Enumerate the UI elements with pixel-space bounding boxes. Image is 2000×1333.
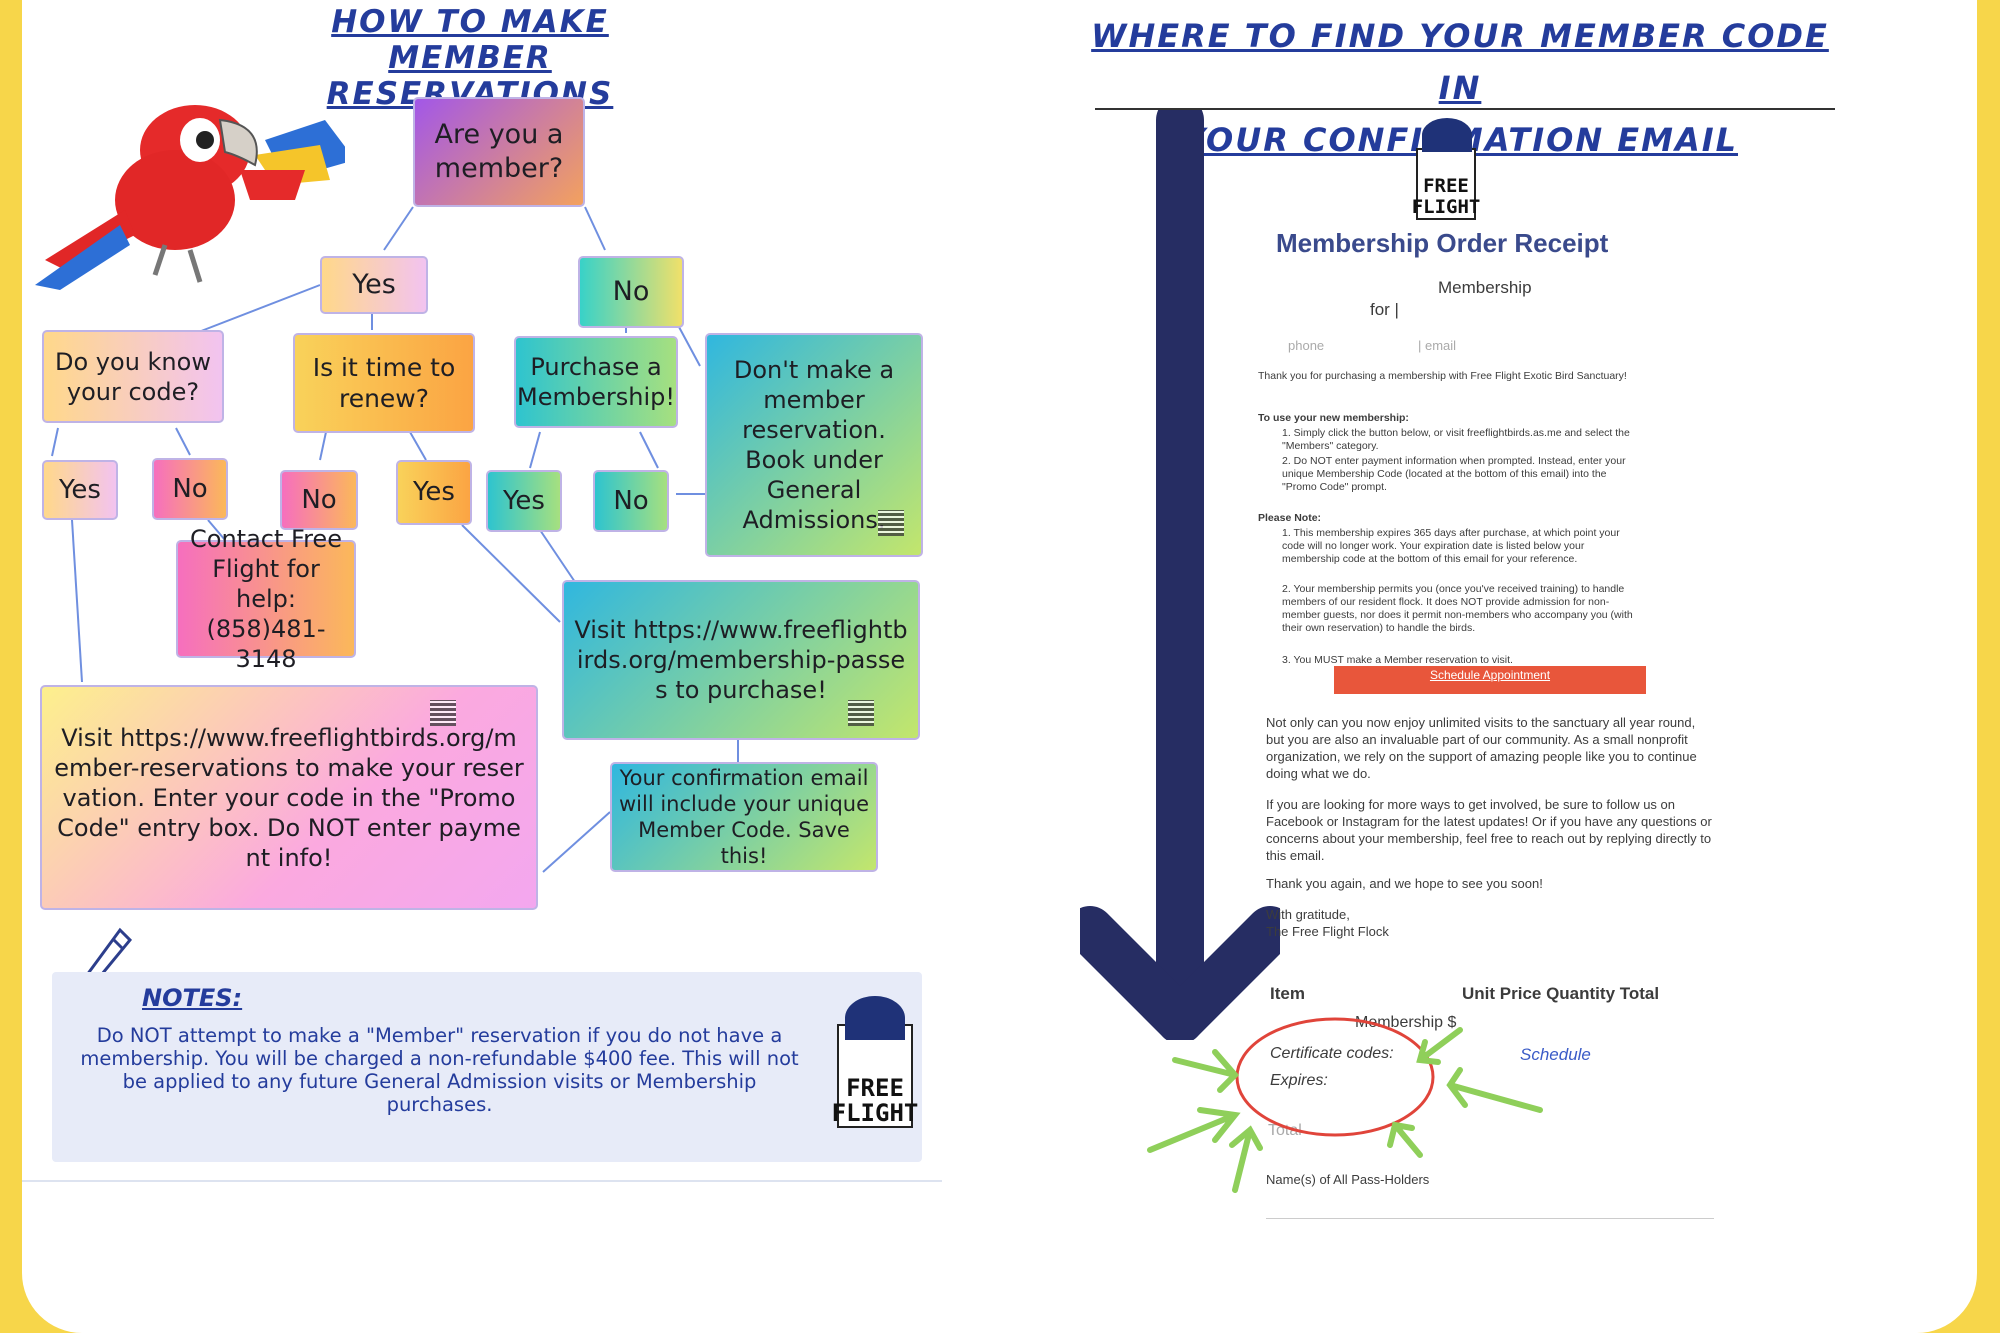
box-visit-reserve-text: Visit https://www.freeflightbirds.org/me…: [54, 723, 524, 872]
box-purchase-text: Purchase a Membership!: [517, 353, 675, 411]
receipt-use-step2: 2. Do NOT enter payment information when…: [1282, 455, 1626, 493]
box-contact: Contact Free Flight for help: (858)481-3…: [176, 525, 356, 673]
receipt-thanks: Thank you for purchasing a membership wi…: [1258, 370, 1627, 382]
box-no-renew-text: No: [301, 484, 337, 515]
logo-text-flight: FLIGHT: [831, 1099, 919, 1127]
box-no-know: No: [152, 458, 228, 520]
box-yes-know: Yes: [42, 460, 118, 520]
receipt-logo-bird-icon: [1422, 118, 1472, 152]
receipt-para1: Not only can you now enjoy unlimited vis…: [1266, 715, 1697, 781]
receipt-col-item: Item: [1270, 984, 1305, 1003]
box-confirm-email: Your confirmation email will include you…: [610, 762, 878, 872]
parrot-illustration: [35, 105, 345, 290]
notes-text: Do NOT attempt to make a "Member" reserv…: [80, 1024, 799, 1116]
receipt-logo-flight: FLIGHT: [1411, 196, 1481, 218]
down-arrow-icon: [1080, 110, 1280, 1040]
receipt-membership-label: Membership: [1438, 278, 1532, 297]
qr-code-reserve: [430, 700, 456, 726]
qr-code-purchase: [848, 700, 874, 726]
receipt-certificate-codes: Certificate codes:: [1270, 1045, 1394, 1062]
free-flight-logo-receipt: FREE FLIGHT: [1412, 118, 1480, 220]
right-title-rule: [1095, 108, 1835, 110]
receipt-phone: phone: [1288, 338, 1325, 353]
receipt-use-heading: To use your new membership:: [1258, 412, 1409, 424]
box-yes-renew-text: Yes: [413, 477, 455, 508]
box-no-member-text: No: [612, 276, 650, 308]
box-visit-purchase-text: Visit https://www.freeflightbirds.org/me…: [574, 616, 908, 704]
receipt-total: Total: [1268, 1122, 1302, 1139]
box-are-you-member-text: Are you a member?: [434, 119, 564, 184]
notes-heading: NOTES:: [142, 984, 243, 1012]
left-title: HOW TO MAKE MEMBER RESERVATIONS: [255, 4, 685, 112]
box-yes-member: Yes: [320, 256, 428, 314]
receipt-para2: If you are looking for more ways to get …: [1266, 797, 1712, 863]
box-no-purchase: No: [593, 470, 669, 532]
logo-text-free: FREE: [846, 1074, 904, 1102]
box-visit-reserve: Visit https://www.freeflightbirds.org/me…: [40, 685, 538, 910]
box-dont-reserve-text: Don't make a member reservation. Book un…: [733, 356, 895, 534]
box-purchase: Purchase a Membership!: [514, 336, 678, 428]
receipt-email: | email: [1418, 338, 1457, 353]
receipt-pass-holders: Name(s) of All Pass-Holders: [1266, 1172, 1430, 1187]
notes-panel: NOTES: Do NOT attempt to make a "Member"…: [52, 972, 922, 1162]
receipt-note2: 2. Your membership permits you (once you…: [1282, 583, 1633, 634]
right-title-line1: WHERE TO FIND YOUR MEMBER CODE IN: [1091, 17, 1829, 107]
box-yes-purchase: Yes: [486, 470, 562, 532]
receipt-bottom-rule: [1266, 1218, 1714, 1219]
receipt-use-step1: 1. Simply click the button below, or vis…: [1282, 427, 1630, 452]
box-contact-text: Contact Free Flight for help: (858)481-3…: [190, 525, 342, 673]
receipt-note1: 1. This membership expires 365 days afte…: [1282, 527, 1620, 565]
box-yes-know-text: Yes: [59, 474, 101, 505]
highlight-annotation: [1147, 1017, 1543, 1193]
box-know-code-text: Do you know your code?: [55, 347, 211, 406]
box-time-renew: Is it time to renew?: [293, 333, 475, 433]
receipt-para3: Thank you again, and we hope to see you …: [1266, 876, 1543, 891]
box-are-you-member: Are you a member?: [413, 97, 585, 207]
receipt-for-label: for |: [1370, 300, 1399, 319]
box-no-member: No: [578, 256, 684, 328]
receipt-expires: Expires:: [1270, 1072, 1328, 1089]
box-no-know-text: No: [172, 473, 208, 504]
free-flight-logo-notes: FREE FLIGHT: [832, 996, 918, 1128]
left-title-line1: HOW TO MAKE MEMBER: [331, 4, 609, 76]
box-no-purchase-text: No: [613, 485, 649, 516]
receipt-sign-flock: The Free Flight Flock: [1266, 924, 1389, 939]
receipt-title: Membership Order Receipt: [1276, 228, 1609, 258]
box-yes-member-text: Yes: [352, 269, 396, 301]
receipt-sign-gratitude: With gratitude,: [1266, 907, 1350, 922]
receipt-col-price-qty-total: Unit Price Quantity Total: [1462, 984, 1660, 1003]
box-time-renew-text: Is it time to renew?: [312, 352, 456, 413]
receipt-logo-free: FREE: [1423, 175, 1469, 197]
receipt-note-heading: Please Note:: [1258, 512, 1322, 524]
logo-bird-icon: [845, 996, 905, 1040]
box-confirm-email-text: Your confirmation email will include you…: [618, 765, 870, 869]
box-yes-renew: Yes: [396, 460, 472, 525]
receipt-schedule-link[interactable]: Schedule: [1520, 1045, 1591, 1064]
schedule-appointment-button[interactable]: Schedule Appointment: [1334, 666, 1646, 694]
qr-code-general: [878, 510, 904, 536]
box-no-renew: No: [280, 470, 358, 530]
receipt-note3: 3. You MUST make a Member reservation to…: [1282, 654, 1513, 666]
left-divider: [22, 1180, 942, 1182]
box-yes-purchase-text: Yes: [503, 485, 545, 516]
box-know-code: Do you know your code?: [42, 330, 224, 423]
